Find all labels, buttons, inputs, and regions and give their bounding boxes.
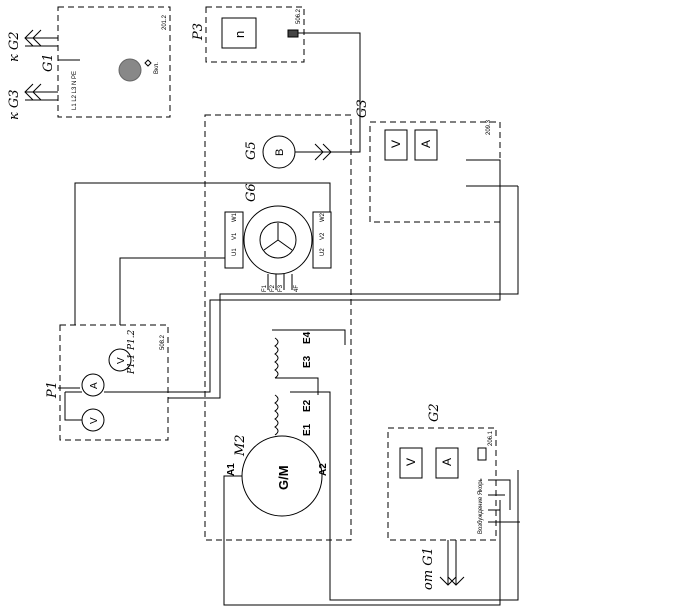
wire-p1-u1 (119, 257, 225, 325)
g6-u2: U2 (320, 248, 326, 256)
g1-number: 201.2 (162, 14, 168, 30)
g3-label: G3 (355, 99, 370, 118)
p1-amp-meter (81, 373, 105, 397)
g3-a-label: A (419, 140, 433, 148)
p1-internal-wires (64, 391, 168, 421)
a1-label: A1 (226, 463, 237, 476)
g6-right-terminals (312, 211, 332, 269)
p3-connector (287, 29, 299, 38)
wire-e4 (272, 329, 346, 345)
wire-e2-e3 (275, 377, 319, 395)
g1-label: G1 (41, 53, 56, 72)
e4-label: E4 (302, 331, 313, 344)
p1-1-label: P1.1 (127, 354, 137, 375)
g2-number: 206.1 (488, 430, 494, 446)
p1-label: P1 (45, 381, 60, 399)
g3-v-label: V (389, 140, 403, 148)
to-g3-arrow (24, 83, 58, 101)
g1-frame (57, 6, 171, 118)
a2-label: A2 (318, 463, 329, 476)
to-g3-label: к G3 (7, 89, 22, 120)
m2-label: M2 (233, 434, 248, 457)
e1-label: E1 (302, 423, 313, 436)
g6-f4: 4F (294, 285, 300, 292)
g6-v2: V2 (320, 232, 326, 240)
g6-machine (243, 205, 313, 275)
g2-volt-meter (399, 447, 423, 479)
wire-p1-g3-b (168, 186, 519, 399)
to-g2-label: к G2 (7, 31, 22, 62)
g6-w2: W2 (320, 212, 326, 222)
g6-f2: F2 (270, 284, 276, 292)
p1-volt-meter (108, 348, 132, 372)
g2-v-label: V (404, 458, 418, 466)
g6-f3: F3 (278, 284, 284, 292)
g1-terminals-label: L1 L2 L3 N PE (72, 71, 78, 110)
g2-a-label: A (440, 458, 454, 466)
wire-p1-g3 (168, 182, 501, 393)
p1-a-label: A (89, 382, 100, 389)
g2-output-wires (488, 479, 520, 523)
wire-e1-g2 (290, 391, 519, 601)
p3-number: 506.2 (296, 8, 302, 24)
g6-field-terminals (267, 274, 293, 290)
g5-letter: B (274, 149, 286, 156)
g3-volt-meter (384, 129, 408, 161)
p3-meter (221, 17, 257, 49)
g1-power-button (118, 58, 142, 82)
g1-power-label: Вкл. (154, 62, 160, 74)
p1-2-label: P1.2 (127, 329, 137, 351)
g2-switch (477, 447, 487, 461)
to-g2-arrow (24, 29, 58, 47)
machine-frame (204, 114, 352, 541)
g6-left-terminals (224, 211, 244, 269)
wire-a1 (223, 475, 501, 606)
g6-label: G6 (244, 183, 259, 202)
g6-u1: U1 (232, 248, 238, 256)
from-g1-arrow (439, 540, 465, 586)
winding-e1-e2 (274, 394, 279, 436)
p1-number: 508.2 (160, 334, 166, 350)
e2-label: E2 (302, 399, 313, 412)
g2-frame (387, 427, 497, 541)
g1-diamond-icon (144, 59, 152, 67)
g3-amp-meter (414, 129, 438, 161)
g5-label: G5 (244, 141, 259, 160)
p3-label: P3 (191, 23, 206, 41)
g6-rotor (259, 221, 297, 259)
wire-p1-w1 (74, 182, 331, 325)
g6-star-symbol (263, 223, 293, 251)
gm-label: G/M (276, 465, 291, 490)
p1-v-label: V (116, 357, 127, 364)
g3-frame (369, 121, 501, 223)
g2-amp-meter (435, 447, 459, 479)
g6-v1: V1 (232, 232, 238, 240)
winding-e3-e4 (274, 337, 279, 379)
g5-shaft-arrow (295, 143, 360, 161)
p1-v2-label: V (89, 417, 100, 424)
g6-w1: W1 (232, 212, 238, 222)
g2-side-label: Возбуждение Якорь (478, 478, 484, 534)
from-g1-label: от G1 (421, 547, 436, 590)
g2-label: G2 (427, 403, 442, 422)
p3-frame (205, 6, 305, 63)
p1-frame (59, 324, 169, 441)
p3-letter: n (232, 31, 247, 38)
g3-wires (466, 159, 518, 187)
g6-f1: F1 (262, 284, 268, 292)
g3-number: 209.3 (486, 119, 492, 135)
e3-label: E3 (302, 355, 313, 368)
